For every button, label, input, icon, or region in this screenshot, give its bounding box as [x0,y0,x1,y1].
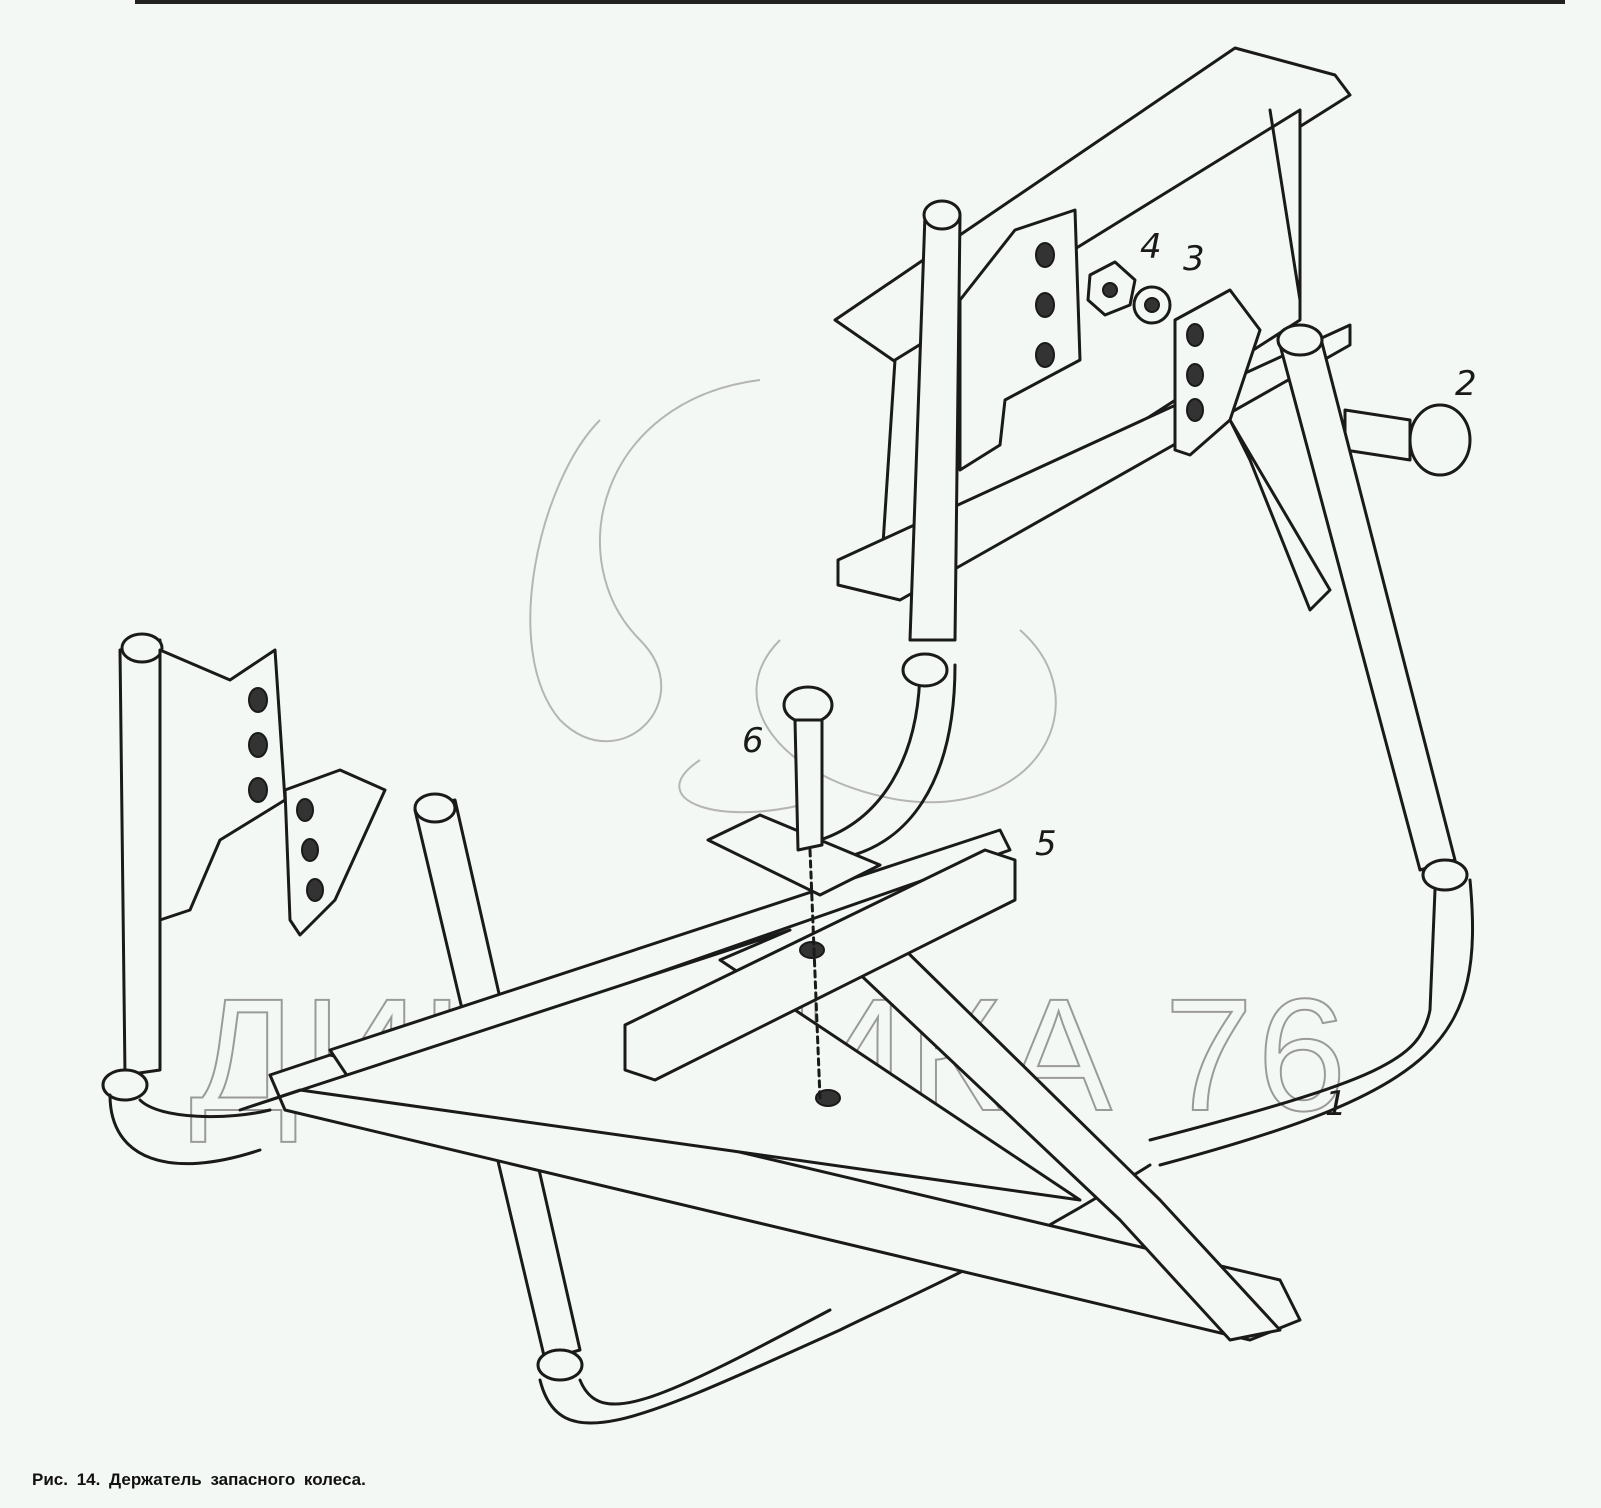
bolt-2 [1343,403,1472,477]
left-bracket [158,648,387,937]
callout-1: 1 [1325,1084,1347,1124]
figure-caption: Рис. 14. Держатель запасного колеса. [32,1470,366,1489]
clamp-5 [623,813,1017,1107]
watermark-logo [529,379,1057,814]
callout-6: 6 [742,721,764,761]
bolt-6 [782,685,834,1100]
callout-2: 2 [1455,364,1477,404]
nut-4 [1086,260,1137,317]
top-border-line [135,0,1565,4]
callout-4: 4 [1140,227,1162,267]
washer-3 [1132,285,1172,325]
callout-5: 5 [1035,824,1057,864]
callout-3: 3 [1183,239,1205,279]
rail-bracket-right [1173,288,1332,612]
